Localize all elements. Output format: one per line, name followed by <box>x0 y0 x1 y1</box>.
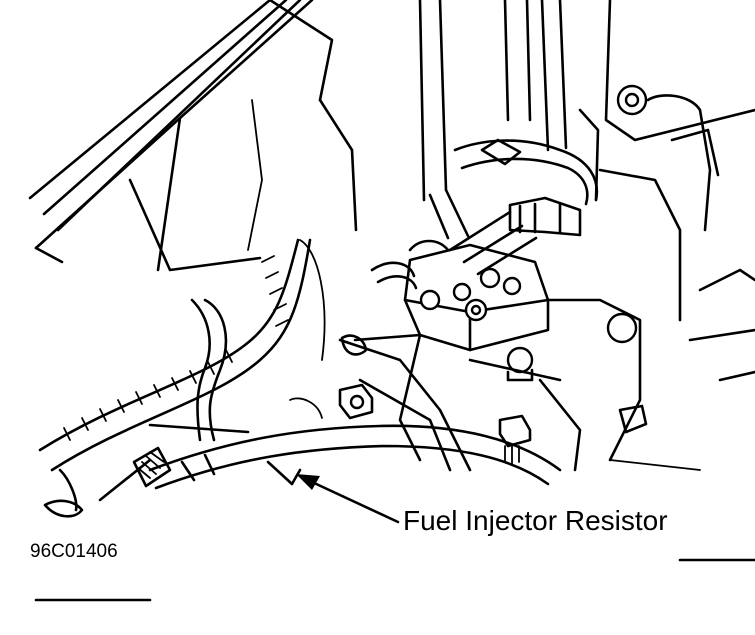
mounting-bolts <box>132 334 648 488</box>
fuel-injector-resistor <box>98 397 562 502</box>
arrowhead-icon <box>296 474 320 490</box>
fuel-injector-resistor-label: Fuel Injector Resistor <box>403 505 668 536</box>
engine-block-upper-right <box>578 0 755 382</box>
lower-frame <box>34 459 755 602</box>
fuel-lines <box>418 0 599 276</box>
firewall-panel <box>28 0 358 272</box>
figure-id-label: 96C01406 <box>30 541 118 562</box>
callout-leader <box>296 474 400 524</box>
fuel-injection-pump <box>338 239 642 472</box>
wiring-harness <box>38 238 326 518</box>
